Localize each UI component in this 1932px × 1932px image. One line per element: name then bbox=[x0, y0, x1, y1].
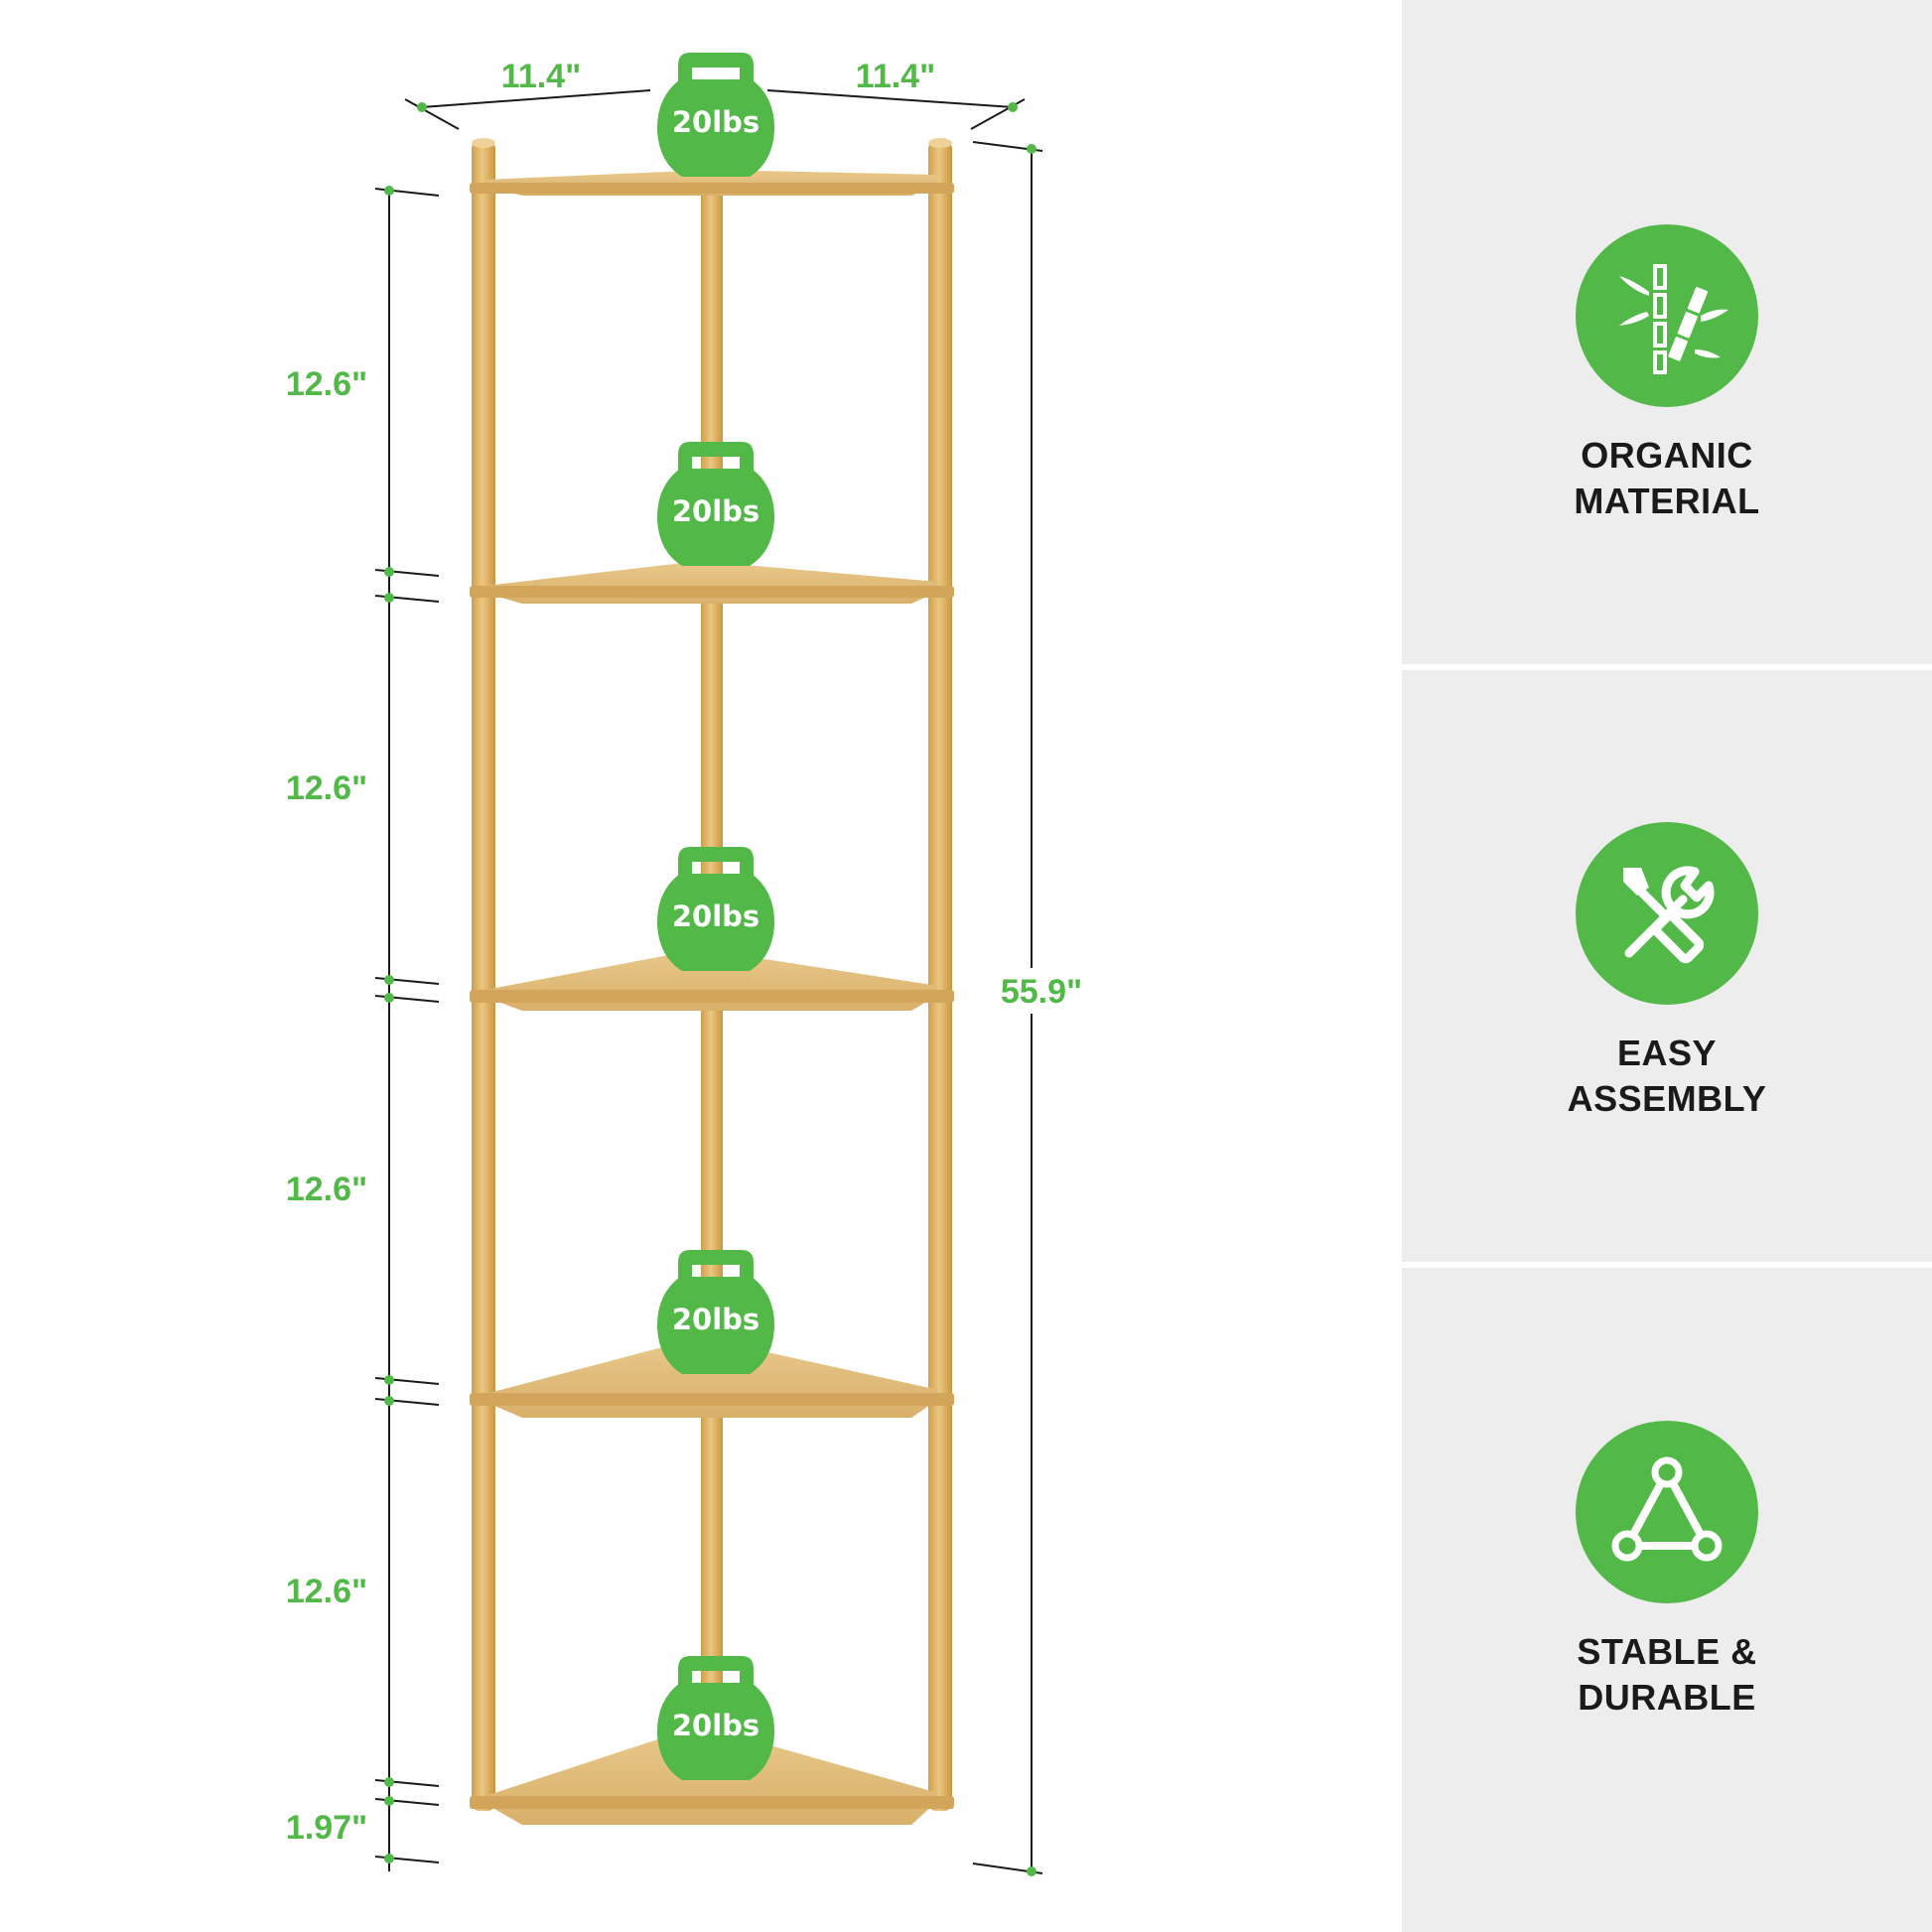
feature-label-stable: STABLE & DURABLE bbox=[1577, 1631, 1757, 1718]
shelf-3 bbox=[470, 949, 954, 1011]
shelf-gap-dimension bbox=[374, 188, 440, 1871]
shelf-2 bbox=[470, 561, 954, 604]
weight-label-1: 20lbs bbox=[672, 105, 759, 139]
weight-label-2: 20lbs bbox=[672, 494, 759, 528]
feature-panel-assembly: EASY ASSEMBLY bbox=[1402, 670, 1932, 1262]
feature-label-organic: ORGANIC MATERIAL bbox=[1574, 435, 1760, 521]
feature-panel-organic: ORGANIC MATERIAL bbox=[1402, 0, 1932, 664]
top-width-left-label: 11.4" bbox=[501, 58, 581, 95]
shelf-gap-label-4: 12.6" bbox=[286, 1573, 367, 1610]
weight-icon: 20lbs bbox=[656, 53, 775, 177]
weight-label-4: 20lbs bbox=[672, 1303, 759, 1336]
feature-panel-stable: STABLE & DURABLE bbox=[1402, 1268, 1932, 1932]
feature-label-assembly: EASY ASSEMBLY bbox=[1567, 1033, 1767, 1119]
bottom-clearance-label: 1.97" bbox=[286, 1809, 367, 1847]
weight-icon: 20lbs bbox=[656, 1250, 775, 1374]
triangle-icon bbox=[1576, 1421, 1758, 1603]
tools-icon bbox=[1576, 822, 1758, 1005]
top-width-right-label: 11.4" bbox=[856, 58, 935, 95]
dimension-ticks bbox=[384, 186, 394, 1863]
weight-label-3: 20lbs bbox=[672, 899, 759, 933]
shelf-illustration: 20lbs 20lbs 20lbs 20lbs 20lbs 11.4" 11.4… bbox=[286, 53, 1082, 1876]
right-post bbox=[928, 141, 952, 1811]
top-width-dimension bbox=[404, 89, 1026, 130]
shelf-gap-label-3: 12.6" bbox=[286, 1171, 367, 1208]
weight-icon: 20lbs bbox=[656, 1656, 775, 1780]
bamboo-icon bbox=[1576, 224, 1758, 407]
shelf-gap-label-2: 12.6" bbox=[286, 769, 367, 807]
feature-column: ORGANIC MATERIAL EASY ASSEMBLY bbox=[1402, 0, 1932, 1932]
shelf-gap-label-1: 12.6" bbox=[286, 365, 367, 403]
left-post bbox=[472, 141, 495, 1811]
shelf-4 bbox=[470, 1337, 954, 1418]
weight-label-5: 20lbs bbox=[672, 1709, 759, 1742]
shelf-1 bbox=[470, 170, 954, 196]
weight-icon: 20lbs bbox=[656, 847, 775, 971]
total-height-label: 55.9" bbox=[1001, 973, 1082, 1011]
weight-icon: 20lbs bbox=[656, 442, 775, 566]
